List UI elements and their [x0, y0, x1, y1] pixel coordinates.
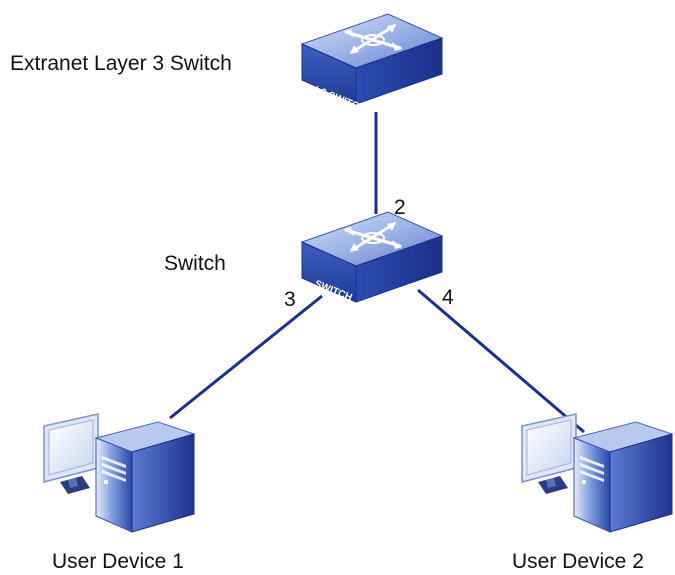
- port-label-uplink: 2: [394, 196, 406, 219]
- switch-icon: SWITCH: [300, 210, 444, 304]
- user-device-1-icon: [43, 413, 195, 533]
- l3-switch-label: Extranet Layer 3 Switch: [10, 52, 232, 75]
- l3-switch-icon: L3 SWITCH: [300, 12, 444, 115]
- port-label-right: 4: [442, 286, 454, 309]
- port-label-left: 3: [284, 288, 296, 311]
- user-device-1-label: User Device 1: [52, 550, 184, 573]
- user-device-2-icon: [521, 413, 673, 533]
- switch-label: Switch: [164, 252, 226, 275]
- link-switch-to-device2: [417, 288, 585, 434]
- link-switch-to-device1: [169, 294, 323, 420]
- user-device-2-label: User Device 2: [512, 550, 644, 573]
